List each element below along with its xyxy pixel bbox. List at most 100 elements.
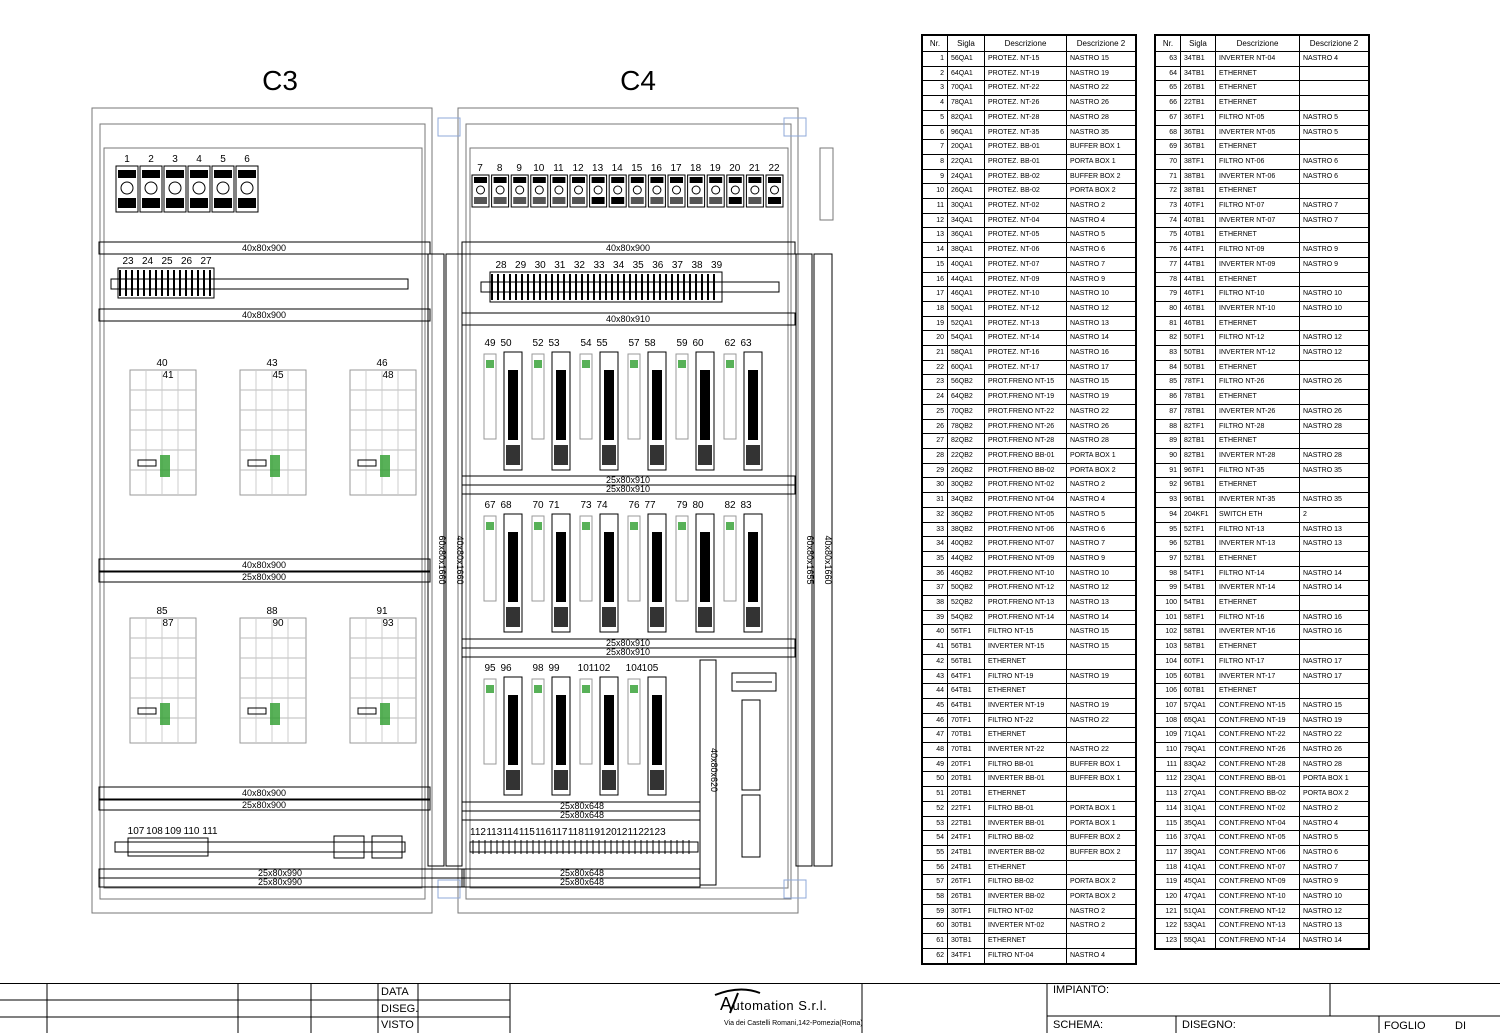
component-number: 87 xyxy=(162,618,174,629)
duct-label: 25x80x900 xyxy=(242,572,286,582)
inverter-module xyxy=(695,351,715,471)
cell-sigla: 31QA1 xyxy=(1180,800,1216,817)
inverter-module xyxy=(503,513,523,633)
cell-descrizione-2: NASTRO 22 xyxy=(1299,727,1370,744)
cell-descrizione: ETHERNET xyxy=(1215,315,1300,332)
component-number: 121 xyxy=(616,827,633,838)
cell-nr: 91 xyxy=(1154,462,1181,479)
cell-descrizione: FILTRO NT-22 xyxy=(984,712,1067,729)
filter-module xyxy=(483,353,497,440)
cell-descrizione-2: NASTRO 6 xyxy=(1299,168,1370,185)
cell-descrizione: ETHERNET xyxy=(1215,477,1300,494)
cell-nr: 33 xyxy=(921,521,948,538)
col-header-nr: Nr. xyxy=(1154,34,1181,52)
cell-nr: 46 xyxy=(921,712,948,729)
cell-sigla: 26TF1 xyxy=(947,874,985,891)
duct-label: 40x80x1660 xyxy=(455,535,465,584)
cell-descrizione-2: PORTA BOX 2 xyxy=(1066,183,1137,200)
cell-descrizione: ETHERNET xyxy=(984,683,1067,699)
cell-sigla: 38TB1 xyxy=(1180,168,1216,185)
cell-nr: 65 xyxy=(1154,80,1181,97)
cell-nr: 63 xyxy=(1154,51,1181,67)
duct-label: 40x80x620 xyxy=(709,748,719,792)
cell-descrizione-2: NASTRO 19 xyxy=(1299,712,1370,729)
cell-descrizione-2: PORTA BOX 2 xyxy=(1066,889,1137,905)
cell-nr: 113 xyxy=(1154,786,1181,802)
cell-sigla: 79QA1 xyxy=(1180,742,1216,758)
title-visto-label: VISTO xyxy=(381,1019,414,1031)
filter-module xyxy=(675,353,689,440)
cell-sigla: 96TB1 xyxy=(1180,492,1216,508)
cell-nr: 29 xyxy=(921,462,948,479)
cell-sigla: 41QA1 xyxy=(1180,859,1216,876)
cell-sigla: 50QA1 xyxy=(947,300,985,317)
cell-descrizione: PROTEZ. NT-02 xyxy=(984,198,1067,214)
cell-nr: 42 xyxy=(921,653,948,670)
cell-descrizione: PROTEZ. BB-01 xyxy=(984,153,1067,170)
cell-sigla: 56QB2 xyxy=(947,374,985,391)
cabinet-layout-drawing: C3 C4 40x80x900 40x xyxy=(91,65,834,914)
component-number: 43 xyxy=(266,358,278,369)
component-number: 7 xyxy=(477,163,483,174)
cell-descrizione-2 xyxy=(1299,433,1370,449)
filter-module xyxy=(579,678,593,765)
cell-descrizione: ETHERNET xyxy=(984,859,1067,876)
company-name: utomation xyxy=(732,998,795,1013)
cell-descrizione: FILTRO BB-01 xyxy=(984,800,1067,817)
component-number: 17 xyxy=(670,163,682,174)
cell-descrizione-2: NASTRO 22 xyxy=(1066,712,1137,729)
cell-nr: 64 xyxy=(1154,65,1181,82)
cell-descrizione: PROT.FRENO NT-22 xyxy=(984,403,1067,420)
component-number: 102 xyxy=(594,663,611,674)
cell-sigla: 64TB1 xyxy=(947,683,985,699)
cell-sigla: 70QA1 xyxy=(947,80,985,97)
cell-sigla: 96QA1 xyxy=(947,124,985,141)
cell-sigla: 34QA1 xyxy=(947,212,985,229)
cell-descrizione-2: NASTRO 13 xyxy=(1066,595,1137,611)
cell-descrizione-2: NASTRO 9 xyxy=(1299,242,1370,258)
inverter-module xyxy=(551,513,571,633)
filter-module xyxy=(723,353,737,440)
cell-nr: 62 xyxy=(921,947,948,965)
component-number: 93 xyxy=(382,618,394,629)
cell-descrizione: FILTRO NT-04 xyxy=(984,947,1067,965)
component-number: 27 xyxy=(200,256,212,267)
cell-sigla: 40TB1 xyxy=(1180,227,1216,244)
cell-nr: 96 xyxy=(1154,536,1181,552)
cell-sigla: 22TF1 xyxy=(947,800,985,817)
component-number: 2 xyxy=(148,154,154,165)
ethernet-switch xyxy=(731,672,777,858)
cell-descrizione-2: NASTRO 17 xyxy=(1066,359,1137,376)
cell-nr: 92 xyxy=(1154,477,1181,494)
component-number: 4 xyxy=(196,154,202,165)
cell-sigla: 40QA1 xyxy=(947,256,985,273)
cell-descrizione-2: NASTRO 17 xyxy=(1299,653,1370,670)
component-number: 13 xyxy=(592,163,604,174)
cell-descrizione: PROTEZ. NT-26 xyxy=(984,95,1067,111)
company-address: Via dei Castelli Romani,142-Pomezia(Roma… xyxy=(724,1020,863,1027)
cell-descrizione-2: PORTA BOX 2 xyxy=(1066,874,1137,891)
cell-sigla: 26QA1 xyxy=(947,183,985,200)
component-number: 116 xyxy=(535,827,551,838)
cell-nr: 10 xyxy=(921,183,948,200)
component-number: 40 xyxy=(156,358,168,369)
